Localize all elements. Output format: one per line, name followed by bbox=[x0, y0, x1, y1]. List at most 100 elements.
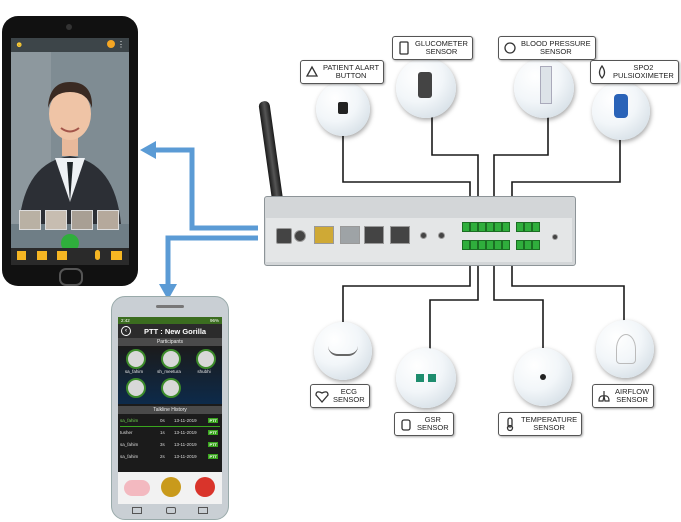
participant-avatar-5[interactable] bbox=[161, 378, 181, 398]
power-button[interactable] bbox=[294, 230, 306, 242]
heart-pulse-icon bbox=[313, 387, 331, 405]
users-icon[interactable]: ☻ bbox=[15, 40, 24, 49]
tablet-device: ☻ ⋮ bbox=[2, 16, 138, 286]
back-icon[interactable]: ‹ bbox=[121, 326, 131, 336]
airflow-image bbox=[596, 320, 654, 378]
home-nav-icon[interactable] bbox=[166, 507, 176, 514]
terminal-block bbox=[502, 240, 510, 250]
patient-alert-label: PATIENT ALART BUTTON bbox=[300, 60, 385, 84]
history-row[interactable]: sa_fahim 2s 13-11-2019 PTT bbox=[120, 453, 220, 462]
blood-pressure-label: BLOOD PRESSURE SENSOR bbox=[498, 36, 596, 60]
record-toggle-icon[interactable] bbox=[124, 480, 150, 496]
status-time: 2:42 bbox=[121, 318, 130, 323]
camera-dot bbox=[66, 24, 72, 30]
ecg-label: ECG SENSOR bbox=[310, 384, 370, 408]
participants-header: Participants bbox=[118, 338, 222, 346]
gsr-text: GSR SENSOR bbox=[417, 415, 449, 432]
history-name: sa_fahim bbox=[120, 418, 139, 423]
caller-video bbox=[11, 52, 129, 224]
call-controls bbox=[11, 248, 129, 265]
gsr-electrode-2 bbox=[428, 374, 436, 382]
temperature-probe bbox=[540, 374, 546, 380]
terminal-block bbox=[462, 240, 470, 250]
info-icon[interactable] bbox=[107, 40, 115, 48]
back-nav-icon[interactable] bbox=[132, 507, 142, 514]
speaker-icon[interactable] bbox=[17, 251, 26, 260]
modbus-port bbox=[364, 226, 384, 244]
arrow-to-tablet bbox=[152, 147, 258, 288]
hub-front-panel bbox=[266, 218, 572, 262]
terminal-block bbox=[462, 222, 470, 232]
reset-button[interactable] bbox=[552, 234, 558, 240]
bp-cuff-device bbox=[540, 66, 552, 104]
participant-avatar-4[interactable] bbox=[126, 378, 146, 398]
wire-temperature bbox=[493, 262, 544, 348]
terminal-block bbox=[516, 222, 524, 232]
call-top-bar: ☻ ⋮ bbox=[11, 38, 129, 52]
glucometer-text: GLUCOMETER SENSOR bbox=[415, 39, 468, 56]
wire-ecg bbox=[342, 262, 471, 325]
ptt-badge: PTT bbox=[208, 442, 218, 447]
terminal-block bbox=[494, 240, 502, 250]
camera-switch-icon[interactable] bbox=[57, 251, 67, 260]
recents-nav-icon[interactable] bbox=[198, 507, 208, 514]
history-name: tusher bbox=[120, 430, 133, 435]
spo2-label: SPO2 PULSIOXIMETER bbox=[590, 60, 679, 84]
patient-alert-button-image bbox=[316, 82, 370, 136]
terminal-block bbox=[494, 222, 502, 232]
terminal-block bbox=[524, 222, 532, 232]
participant-thumb-2[interactable] bbox=[45, 210, 67, 230]
patient-alert-text: PATIENT ALART BUTTON bbox=[323, 63, 380, 80]
menu-icon[interactable]: ⋮ bbox=[117, 40, 125, 49]
spo2-text: SPO2 PULSIOXIMETER bbox=[613, 63, 674, 80]
spo2-image bbox=[592, 82, 650, 140]
antenna-port bbox=[276, 228, 292, 244]
video-icon[interactable] bbox=[111, 251, 122, 260]
history-duration: 0s bbox=[160, 418, 165, 423]
serial-port bbox=[390, 226, 410, 244]
ecg-leads bbox=[328, 344, 358, 356]
history-list: sa_fahim 0s 13-11-2019 PTT tusher 1s 13-… bbox=[118, 415, 222, 469]
history-row[interactable]: sa_fahim 0s 13-11-2019 PTT bbox=[120, 417, 220, 427]
glucometer-icon bbox=[395, 39, 413, 57]
end-call-icon[interactable] bbox=[195, 477, 215, 497]
drop-icon bbox=[593, 63, 611, 81]
blood-pressure-icon bbox=[501, 39, 519, 57]
terminal-block bbox=[478, 222, 486, 232]
app-header: ‹ PTT : New Gorilla bbox=[118, 324, 222, 338]
terminal-block bbox=[532, 240, 540, 250]
history-date: 13-11-2019 bbox=[174, 418, 197, 423]
ptt-badge: PTT bbox=[208, 430, 218, 435]
terminal-block bbox=[532, 222, 540, 232]
participant-avatar-2[interactable] bbox=[161, 349, 181, 369]
participant-thumb-4[interactable] bbox=[97, 210, 119, 230]
history-row[interactable]: sa_fahim 3s 13-11-2019 PTT bbox=[120, 441, 220, 450]
wire-glucometer bbox=[431, 104, 479, 215]
gsr-label: GSR SENSOR bbox=[394, 412, 454, 436]
participant-avatar-1[interactable] bbox=[126, 349, 146, 369]
mic-icon[interactable] bbox=[95, 250, 100, 260]
battery-level: 96% bbox=[209, 318, 219, 323]
home-button[interactable] bbox=[59, 268, 83, 286]
alert-button-device bbox=[338, 102, 348, 114]
video-call-button[interactable] bbox=[61, 234, 79, 252]
chat-icon[interactable] bbox=[37, 251, 47, 260]
hand-icon bbox=[397, 415, 415, 433]
history-duration: 3s bbox=[160, 442, 165, 447]
push-to-talk-mic-icon[interactable] bbox=[161, 477, 181, 497]
participant-thumb-1[interactable] bbox=[19, 210, 41, 230]
airflow-cannula bbox=[616, 334, 636, 364]
participant-avatar-3[interactable] bbox=[196, 349, 216, 369]
history-row[interactable]: tusher 1s 13-11-2019 PTT bbox=[120, 429, 220, 438]
ecg-image bbox=[314, 322, 372, 380]
arrow-head-phone bbox=[159, 284, 177, 300]
ethernet-port bbox=[314, 226, 334, 244]
blood-pressure-text: BLOOD PRESSURE SENSOR bbox=[521, 39, 591, 56]
ptt-app-screen: 2:42 96% ‹ PTT : New Gorilla Participant… bbox=[118, 317, 222, 504]
page-title: PTT : New Gorilla bbox=[144, 327, 207, 336]
blood-pressure-image bbox=[514, 58, 574, 118]
glucometer-label: GLUCOMETER SENSOR bbox=[392, 36, 473, 60]
participant-thumb-3[interactable] bbox=[71, 210, 93, 230]
ptt-badge: PTT bbox=[208, 454, 218, 459]
